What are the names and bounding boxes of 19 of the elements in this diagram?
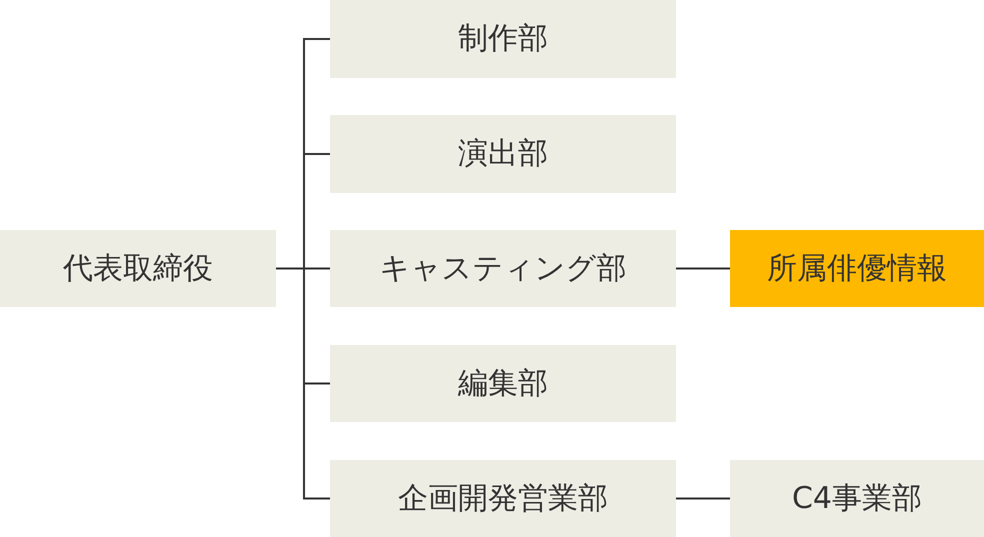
box-label: 所属俳優情報 [767, 254, 947, 284]
department-box [330, 0, 676, 78]
department-box [330, 460, 676, 537]
box-label: 企画開発営業部 [398, 484, 608, 514]
department-box [330, 115, 676, 193]
box-label: キャスティング部 [380, 254, 626, 284]
department-box [730, 460, 984, 537]
box-label: 演出部 [458, 139, 548, 169]
department-box [330, 230, 676, 307]
highlighted-box [730, 230, 984, 307]
connector-line [676, 498, 730, 500]
connector-line [276, 268, 330, 500]
box-label: 制作部 [458, 24, 548, 54]
department-box [0, 230, 276, 307]
box-label: 編集部 [458, 368, 548, 398]
connector-line [676, 268, 730, 270]
box-label: 代表取締役 [63, 254, 213, 284]
box-label: C4事業部 [792, 484, 922, 514]
department-box [330, 345, 676, 422]
